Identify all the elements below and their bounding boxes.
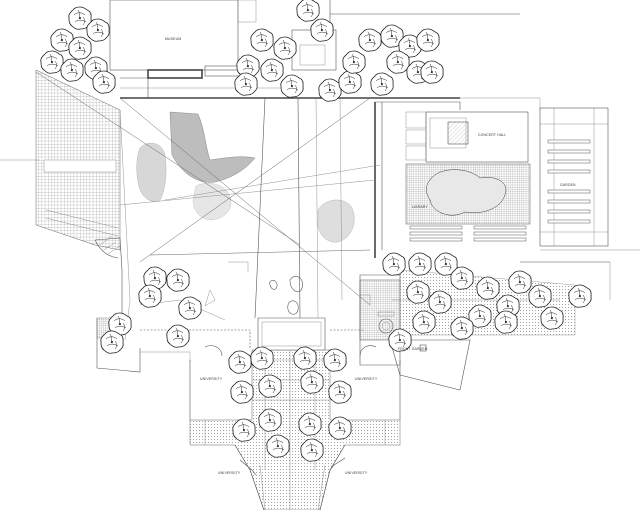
tree-canopies: [40, 0, 592, 462]
label-library: LIBRARY: [412, 205, 428, 209]
label-concert-hall: CONCERT HALL: [478, 133, 506, 137]
label-garden: GARDEN: [560, 183, 576, 187]
label-university-bottom-right: UNIVERSITY: [345, 471, 368, 475]
label-university-bottom-left: UNIVERSITY: [218, 471, 241, 475]
plan-labels: MUSEUM CONCERT HALL GARDEN LIBRARY FRONT…: [165, 37, 576, 475]
label-front-garden: FRONT GARDEN: [398, 347, 428, 351]
label-museum: MUSEUM: [165, 37, 181, 41]
lawn-areas: [136, 111, 355, 243]
label-university-right: UNIVERSITY: [355, 377, 378, 381]
label-university-left: UNIVERSITY: [200, 377, 223, 381]
